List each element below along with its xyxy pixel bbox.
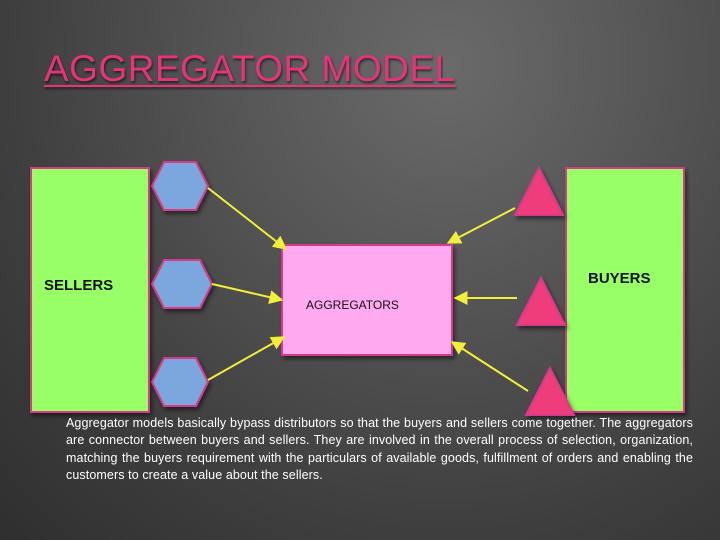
connector-buyer-1 — [446, 207, 516, 244]
seller-hexagon-1 — [150, 161, 210, 211]
buyers-label: BUYERS — [588, 270, 651, 287]
slide-title: AGGREGATOR MODEL — [44, 48, 456, 89]
sellers-label: SELLERS — [44, 277, 114, 294]
buyers-panel — [565, 167, 685, 413]
connector-buyer-3 — [450, 341, 529, 392]
description-text: Aggregator models basically bypass distr… — [66, 416, 693, 483]
seller-hexagon-3 — [150, 357, 210, 407]
aggregators-label: AGGREGATORS — [306, 298, 399, 312]
connector-seller-2 — [211, 283, 284, 305]
seller-hexagon-2 — [150, 259, 214, 309]
buyer-triangle-3 — [524, 365, 576, 416]
buyer-triangle-2 — [515, 275, 567, 326]
aggregators-hub — [281, 244, 453, 356]
sellers-panel — [30, 167, 150, 413]
connector-seller-1 — [207, 187, 288, 250]
buyer-triangle-1 — [513, 165, 565, 216]
connector-seller-3 — [207, 336, 286, 381]
